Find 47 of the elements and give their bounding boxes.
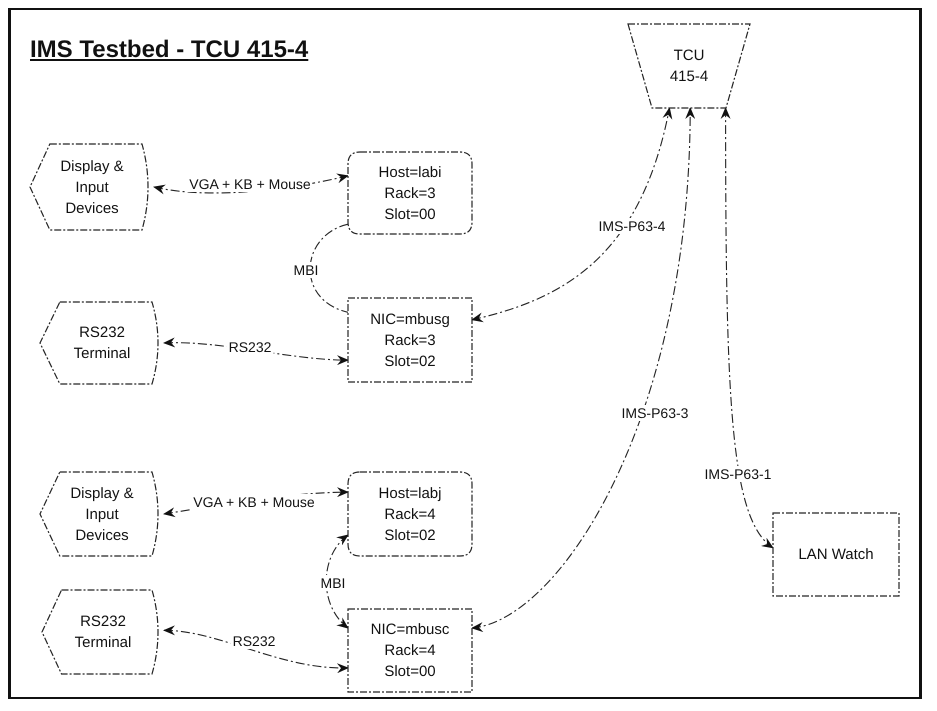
node-text: Host=labi [378,162,442,182]
node-text: Slot=00 [384,662,436,682]
edge-label: MBI [292,262,320,278]
edge-label: VGA + KB + Mouse [187,176,313,192]
node-text: Rack=3 [384,330,436,350]
edge-label: RS232 [226,339,274,355]
process-box [773,513,899,596]
rounded-box [348,472,472,556]
arrow [471,107,672,322]
process-box [348,298,472,382]
arrow [471,107,695,630]
node-text: Display & [70,484,134,504]
node-text: Input [75,178,109,198]
node-text: NIC=mbusg [370,310,450,330]
node-text: Devices [65,198,119,218]
edge-label: IMS-P63-3 [620,405,690,421]
node-text: Rack=4 [384,641,436,661]
node-text: 415-4 [670,67,708,87]
node-text: RS232 [79,323,125,343]
node-text: Slot=02 [384,526,436,546]
node-text: Terminal [74,633,132,653]
trapezoid-shape [628,24,750,108]
node-text: Terminal [74,344,130,364]
arrow [163,626,349,673]
arrow [326,534,349,629]
rounded-box [348,152,472,234]
arrow [720,107,774,549]
node-text: Rack=3 [384,184,436,204]
node-text: RS232 [80,612,126,632]
node-text: Devices [75,526,129,546]
edge-label: VGA + KB + Mouse [191,494,317,510]
edge-label: IMS-P63-4 [596,218,668,234]
node-text: Rack=4 [384,504,436,524]
node-text: TCU [674,46,704,66]
edge-label: IMS-P63-1 [702,466,774,482]
edge-label: RS232 [230,633,278,649]
node-text: NIC=mbusc [370,620,450,640]
node-text: Host=labj [378,484,442,504]
node-text: Input [85,504,119,524]
node-text: Display & [60,156,124,176]
connector-line [310,224,348,313]
diagram-title: IMS Testbed - TCU 415-4 [30,36,308,64]
process-box [348,609,472,692]
node-text: LAN Watch [798,545,874,565]
edge-label: MBI [318,575,348,591]
node-text: Slot=02 [384,352,436,372]
node-text: Slot=00 [384,204,436,224]
